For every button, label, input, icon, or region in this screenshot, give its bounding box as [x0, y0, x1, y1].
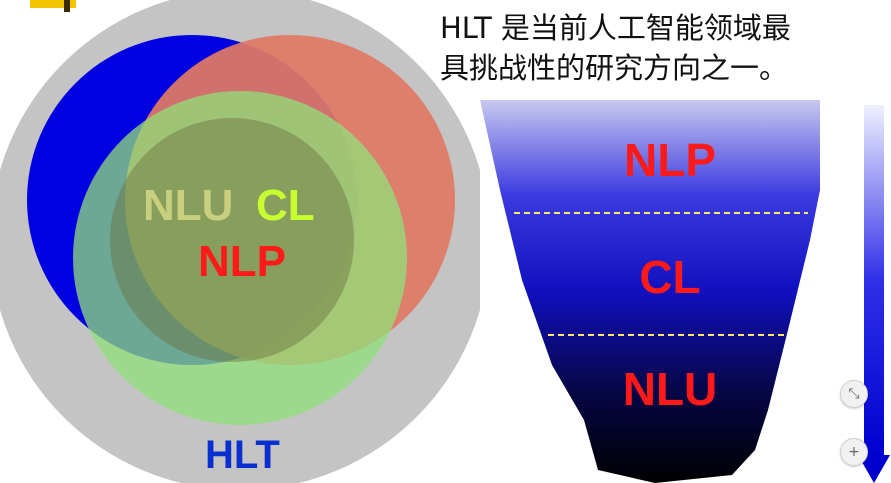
funnel-label-cl: CL [639, 251, 700, 303]
inner-circle [110, 118, 354, 362]
funnel-label-nlp: NLP [624, 134, 716, 186]
venn-diagram: NLU CL NLP HLT [0, 0, 480, 483]
caption-line-1: HLT 是当前人工智能领域最 [440, 11, 791, 45]
hlt-label: HLT [205, 433, 280, 477]
corner-decoration [30, 0, 76, 8]
funnel-diagram: NLP CL NLU [480, 100, 820, 483]
funnel-label-nlu: NLU [623, 363, 718, 415]
funnel-shape [480, 100, 820, 483]
caption-line-2: 具挑战性的研究方向之一。 [440, 51, 789, 85]
corner-decoration-tick [64, 0, 70, 12]
minimize-icon[interactable]: ⤡ [840, 380, 868, 408]
nlu-label: NLU [143, 181, 233, 230]
plus-icon[interactable]: + [840, 438, 868, 466]
caption: HLT 是当前人工智能领域最 具挑战性的研究方向之一。 [440, 8, 890, 88]
nlp-label: NLP [198, 237, 286, 286]
cl-label: CL [256, 181, 315, 230]
green-circle [73, 91, 407, 425]
down-arrow-icon [858, 105, 890, 483]
